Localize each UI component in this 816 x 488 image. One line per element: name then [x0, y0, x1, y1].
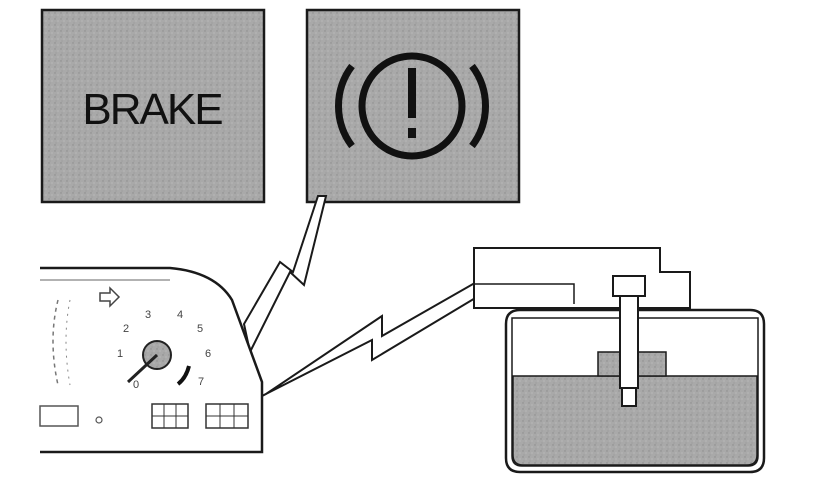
instrument-cluster: 0 1 2 3 4 5 6 7: [39, 266, 264, 454]
brake-warning-symbol-icon: [335, 52, 489, 160]
lightning-bolt-icon: [242, 195, 328, 355]
brake-text-lamp: BRAKE: [40, 8, 266, 204]
tach-tick: 4: [177, 309, 183, 321]
indicator-strip: [39, 403, 249, 429]
tach-tick: 5: [197, 323, 203, 335]
tach-tick: 2: [123, 323, 129, 335]
brake-symbol-lamp: [305, 8, 521, 204]
brake-fluid: [512, 375, 758, 466]
brake-fluid-reservoir: [473, 247, 766, 474]
tach-tick: 7: [198, 376, 204, 388]
tach-tick: 1: [117, 348, 123, 360]
tach-tick: 0: [133, 379, 139, 391]
tach-tick: 3: [145, 309, 151, 321]
brake-text-label: BRAKE: [82, 85, 222, 134]
speedometer: [52, 299, 71, 386]
lightning-bolt-icon: [257, 270, 504, 399]
turn-signal-arrow-icon: [99, 286, 121, 308]
float-sensor-icon: [597, 275, 667, 407]
tachometer: 0 1 2 3 4 5 6 7: [117, 309, 211, 391]
tach-tick: 6: [205, 348, 211, 360]
